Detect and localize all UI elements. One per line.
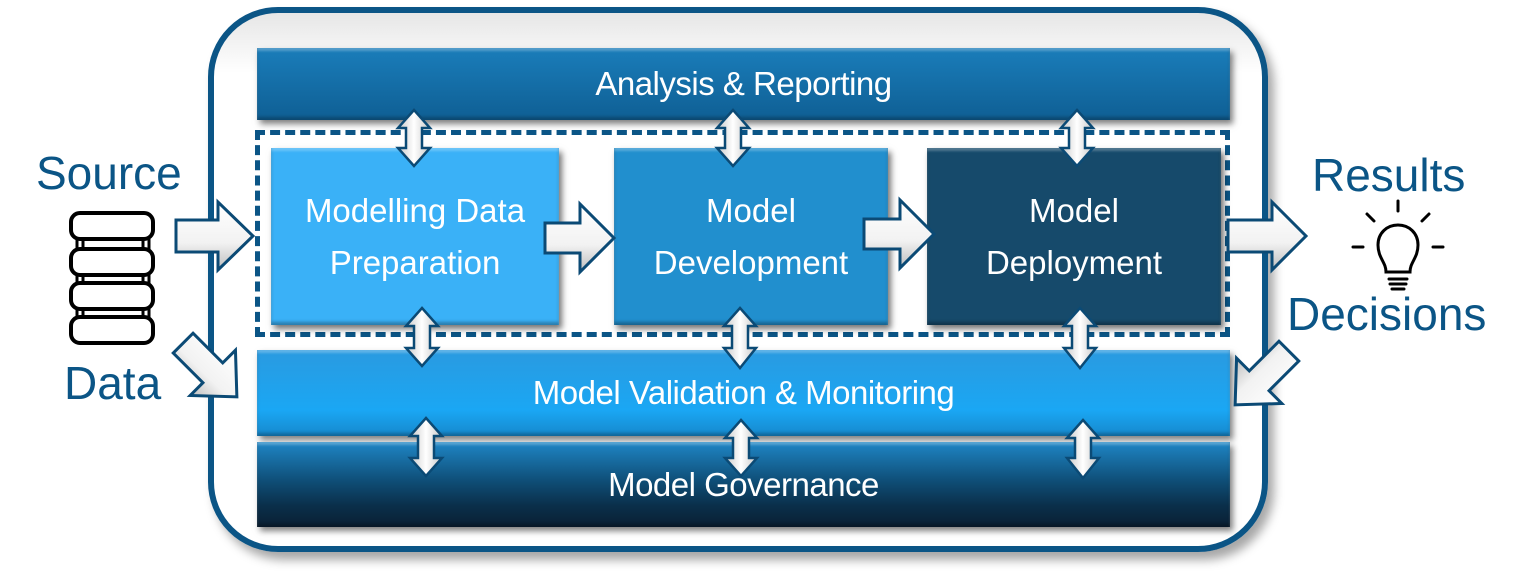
double-arrow-reporting-development xyxy=(714,108,752,168)
arrow-validation-to-decisions xyxy=(1233,339,1301,407)
stage-1-line1: Modelling Data xyxy=(304,192,526,230)
stage-2-line1: Model xyxy=(706,192,796,230)
stage-3-line1: Model xyxy=(1029,192,1119,230)
arrow-preparation-to-development xyxy=(543,200,617,276)
arrow-data-to-validation xyxy=(171,331,239,399)
results-label: Results xyxy=(1312,149,1466,201)
data-label: Data xyxy=(64,357,162,409)
stage-data-preparation: Modelling Data Preparation xyxy=(271,148,559,325)
decisions-label: Decisions xyxy=(1287,288,1487,340)
double-arrow-validation-governance-1 xyxy=(407,416,445,478)
double-arrow-reporting-deployment xyxy=(1058,108,1096,168)
stage-model-deployment: Model Deployment xyxy=(927,148,1221,325)
arrow-deployment-to-results xyxy=(1226,198,1309,274)
analysis-reporting-label: Analysis & Reporting xyxy=(595,65,892,102)
double-arrow-validation-governance-3 xyxy=(1064,418,1102,481)
stage-1-line2: Preparation xyxy=(329,243,501,281)
double-arrow-preparation-validation xyxy=(403,306,441,368)
double-arrow-validation-governance-2 xyxy=(722,418,760,478)
double-arrow-deployment-validation xyxy=(1061,306,1099,371)
analysis-reporting-layer: Analysis & Reporting xyxy=(257,48,1230,120)
database-icon xyxy=(69,211,155,345)
stage-model-development: Model Development xyxy=(614,148,888,325)
double-arrow-development-validation xyxy=(721,306,759,371)
lightbulb-icon xyxy=(1351,199,1445,291)
arrow-development-to-deployment xyxy=(862,196,937,272)
source-label: Source xyxy=(36,147,182,199)
stage-2-line2: Development xyxy=(653,243,849,281)
double-arrow-reporting-preparation xyxy=(395,108,433,168)
validation-monitoring-label: Model Validation & Monitoring xyxy=(532,374,955,411)
stage-3-line2: Deployment xyxy=(985,243,1163,281)
arrow-source-to-preparation xyxy=(174,198,256,274)
